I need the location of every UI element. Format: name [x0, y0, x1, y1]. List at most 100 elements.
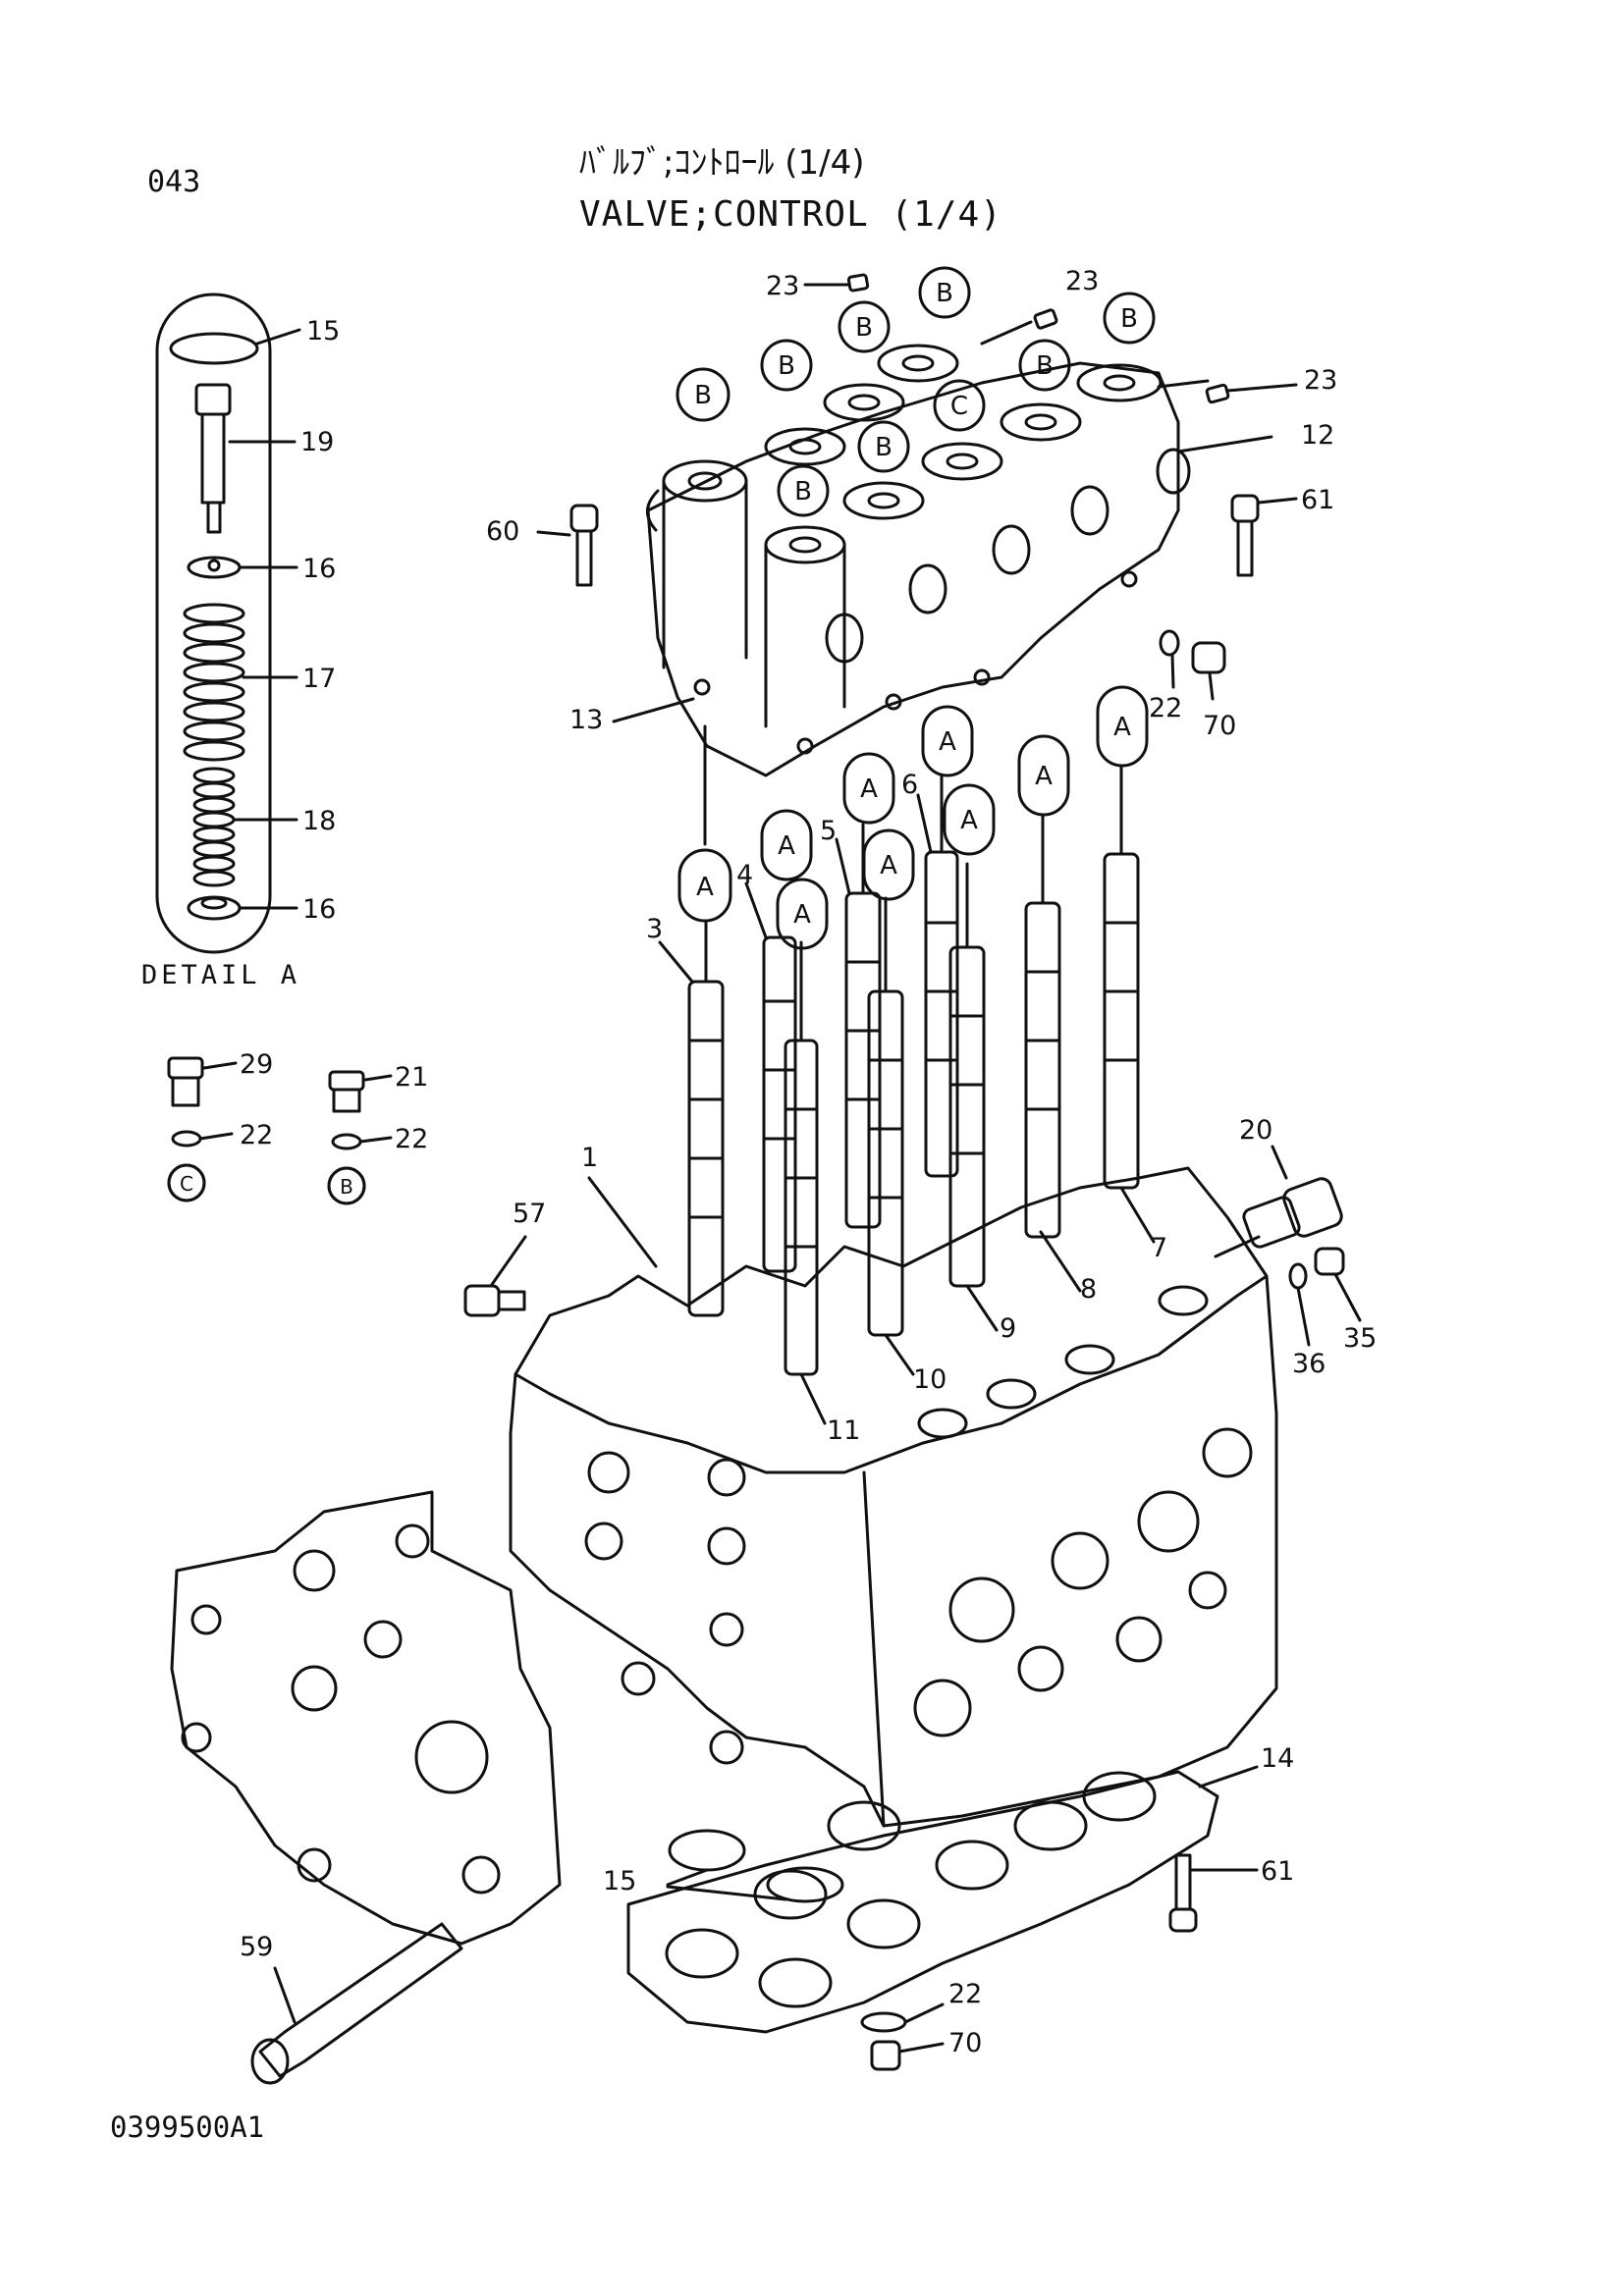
- detail-a-frame: [155, 293, 272, 954]
- pin-19: [194, 383, 232, 534]
- svg-text:4: 4: [736, 860, 753, 890]
- drawing-number: 0399500A1: [110, 2110, 265, 2144]
- svg-text:35: 35: [1343, 1323, 1377, 1354]
- plug-57: [463, 1235, 527, 1317]
- svg-text:B: B: [875, 433, 893, 462]
- svg-text:B: B: [936, 279, 953, 308]
- oring-15: [169, 332, 259, 365]
- balloon-a-spool-5: [842, 752, 895, 825]
- balloon-a-spool-10: [862, 828, 915, 901]
- svg-text:A: A: [860, 774, 878, 804]
- relief-valve-20: [1242, 1145, 1343, 1249]
- spool-8: [1024, 901, 1061, 1239]
- svg-text:B: B: [694, 381, 712, 410]
- svg-text:A: A: [880, 851, 897, 881]
- svg-text:9: 9: [1000, 1313, 1016, 1344]
- detail-a-label: DETAIL A: [141, 960, 301, 990]
- svg-text:C: C: [950, 392, 968, 421]
- valve-body-1: [509, 1166, 1278, 1828]
- plug-21-group: [327, 1070, 393, 1205]
- balloon-letters: AAA AAA AAA BBB BBB BB B C C: [180, 279, 1138, 1199]
- balloon-a-spool-8: [1017, 734, 1070, 817]
- svg-text:22: 22: [240, 1120, 273, 1150]
- svg-text:16: 16: [302, 554, 336, 584]
- end-block: [170, 1490, 562, 1946]
- spring-18: [192, 767, 236, 887]
- spool-4: [744, 881, 797, 1273]
- svg-text:20: 20: [1239, 1115, 1272, 1146]
- balloon-a-spool-6: [921, 705, 974, 777]
- svg-text:22: 22: [948, 1979, 982, 2009]
- svg-text:22: 22: [1149, 693, 1182, 723]
- svg-text:57: 57: [513, 1199, 546, 1229]
- bolt-61-upper: [1230, 494, 1298, 577]
- balloon-b-1: [676, 367, 730, 422]
- balloon-a-spool-11: [776, 878, 829, 950]
- svg-text:70: 70: [948, 2028, 982, 2058]
- balloon-a-spool-4: [760, 809, 813, 881]
- svg-text:15: 15: [306, 316, 340, 347]
- svg-text:8: 8: [1080, 1274, 1097, 1305]
- svg-text:A: A: [1113, 713, 1131, 742]
- balloon-b-5: [1018, 339, 1071, 392]
- svg-text:60: 60: [486, 516, 519, 547]
- svg-text:A: A: [793, 900, 811, 930]
- svg-text:19: 19: [300, 427, 334, 457]
- svg-text:B: B: [855, 313, 873, 343]
- svg-text:23: 23: [766, 271, 799, 301]
- title-english: VALVE;CONTROL (1/4): [579, 194, 1002, 235]
- bottom-cover-14: [626, 1765, 1259, 2034]
- svg-text:70: 70: [1203, 711, 1236, 741]
- plug-35: [1314, 1247, 1362, 1322]
- svg-text:12: 12: [1301, 420, 1334, 451]
- svg-text:29: 29: [240, 1049, 273, 1080]
- svg-text:11: 11: [827, 1415, 860, 1446]
- balloon-b-4: [918, 266, 971, 319]
- spool-11: [784, 1039, 819, 1376]
- svg-text:15: 15: [603, 1866, 636, 1896]
- svg-text:16: 16: [302, 894, 336, 925]
- balloon-b-3: [838, 300, 891, 353]
- svg-text:B: B: [340, 1175, 353, 1199]
- svg-text:B: B: [778, 351, 795, 381]
- svg-text:C: C: [180, 1172, 193, 1196]
- set-screws-23: [846, 273, 1298, 404]
- svg-text:18: 18: [302, 806, 336, 836]
- callout-numbers: 15 19 16 17 18 16 29 22 21 22 23 23 23 1…: [240, 266, 1377, 2058]
- svg-text:10: 10: [913, 1364, 947, 1395]
- detail-a-group: [155, 293, 301, 954]
- svg-text:1: 1: [581, 1143, 598, 1173]
- pilot-cover-13: [612, 283, 1273, 777]
- page-number: 043: [147, 165, 201, 199]
- svg-text:23: 23: [1065, 266, 1099, 296]
- svg-text:7: 7: [1151, 1233, 1167, 1263]
- svg-text:A: A: [696, 873, 714, 902]
- balloon-a-spool-3: [677, 848, 732, 923]
- svg-text:A: A: [960, 806, 978, 835]
- svg-text:B: B: [1036, 351, 1054, 381]
- balloon-b-plug-21: [327, 1166, 366, 1205]
- balloon-b-6: [1103, 292, 1156, 345]
- spool-10: [867, 989, 904, 1337]
- bolt-61-lower: [1168, 1853, 1259, 1933]
- balloon-b-2: [760, 339, 813, 392]
- bolt-59: [250, 1922, 463, 2085]
- spring-seat-16-lower: [187, 895, 242, 921]
- balloon-a-spool-9: [943, 783, 996, 856]
- svg-text:21: 21: [395, 1062, 428, 1093]
- svg-text:6: 6: [901, 770, 918, 800]
- svg-text:13: 13: [569, 705, 603, 735]
- svg-text:22: 22: [395, 1124, 428, 1154]
- svg-text:61: 61: [1301, 485, 1334, 515]
- svg-text:A: A: [939, 727, 956, 757]
- svg-text:A: A: [778, 831, 795, 861]
- svg-text:36: 36: [1292, 1349, 1325, 1379]
- balloon-a-spool-7: [1096, 685, 1149, 768]
- spool-7: [1103, 852, 1140, 1190]
- spool-5: [835, 837, 882, 1229]
- svg-text:14: 14: [1261, 1743, 1294, 1774]
- balloons: [167, 266, 1156, 1205]
- svg-text:A: A: [1035, 762, 1053, 791]
- balloon-c-plug-29: [167, 1163, 206, 1202]
